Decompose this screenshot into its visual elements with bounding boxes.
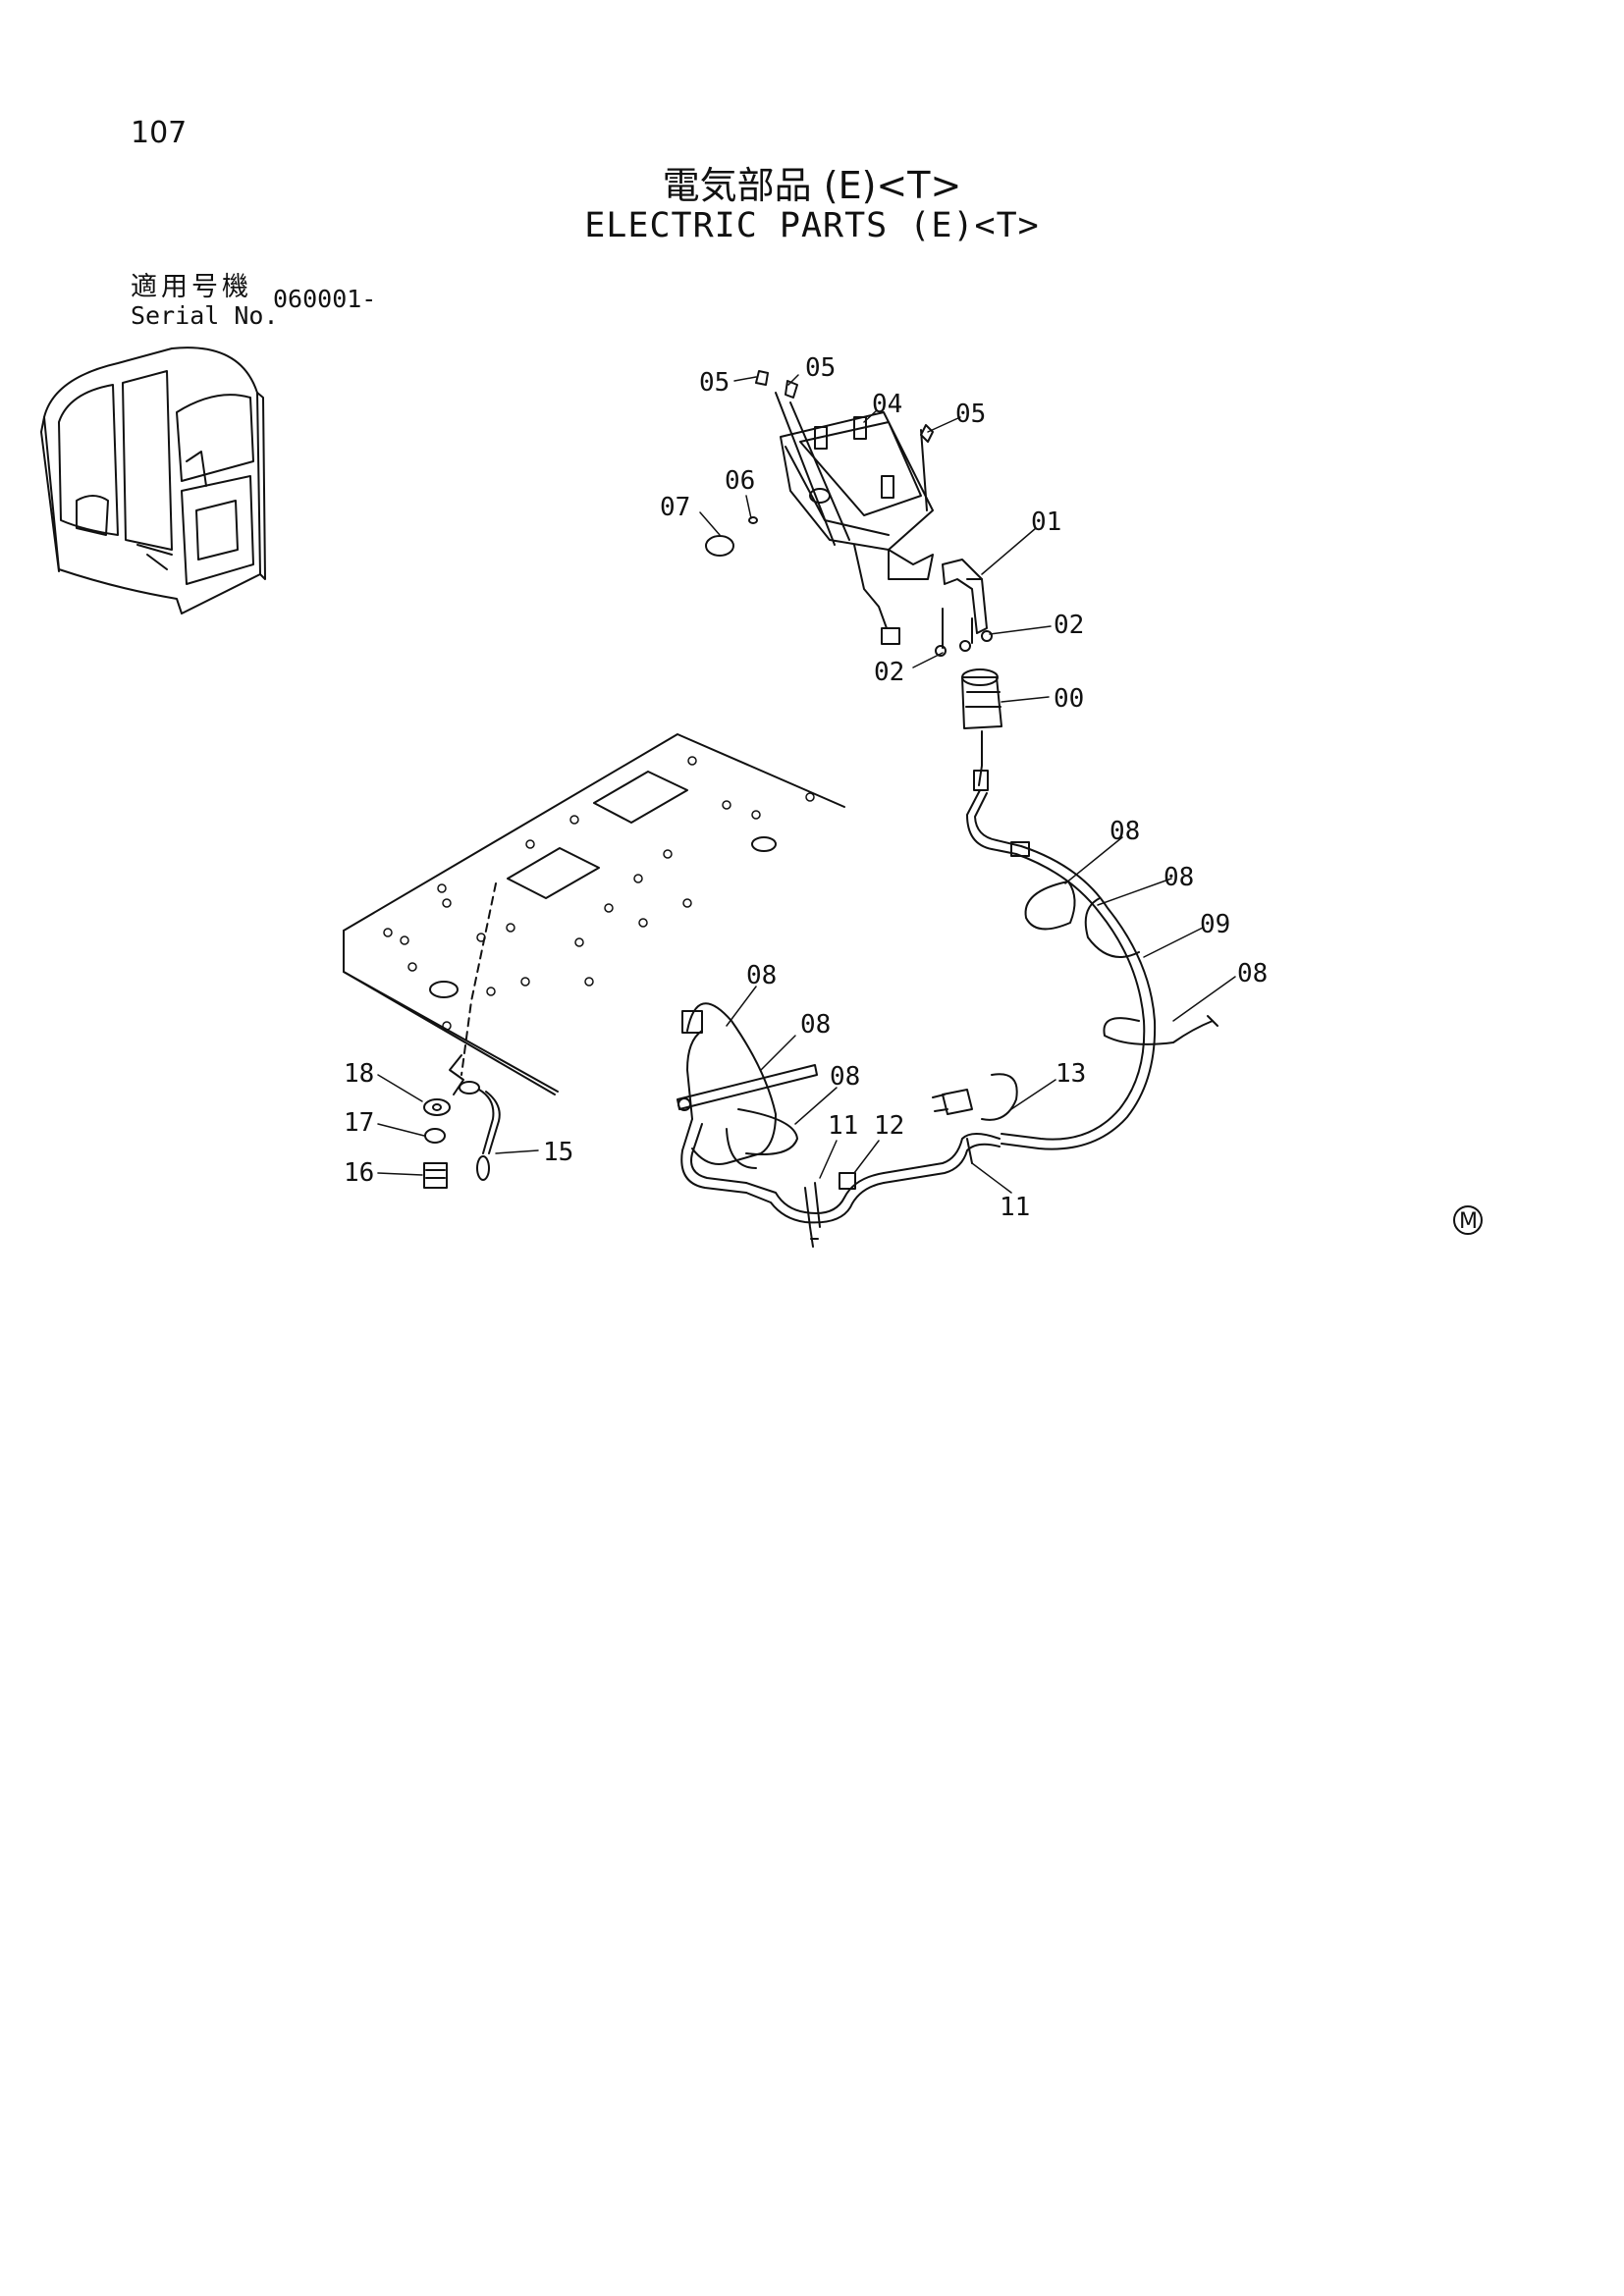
callout-08-d: 08 — [746, 961, 777, 990]
wire-harness — [677, 789, 1218, 1248]
mark-letter: M — [1459, 1209, 1478, 1234]
callout-00: 00 — [1054, 684, 1084, 714]
callout-07: 07 — [660, 493, 690, 522]
callout-04: 04 — [872, 390, 902, 419]
page-number: 107 — [131, 116, 188, 150]
callout-05-c: 05 — [955, 400, 986, 429]
callout-15: 15 — [543, 1138, 573, 1167]
callout-11-a: 11 — [828, 1111, 858, 1141]
callout-11-b: 11 — [1000, 1193, 1030, 1222]
callout-05-b: 05 — [805, 353, 836, 383]
page-title-en: ELECTRIC PARTS (E)<T> — [584, 206, 1040, 245]
callouts: 05 05 04 05 06 07 01 02 02 00 08 08 09 0… — [344, 353, 1268, 1222]
callout-12: 12 — [874, 1111, 904, 1141]
monitor-unit — [705, 370, 934, 645]
callout-01: 01 — [1031, 507, 1061, 537]
callout-02-b: 02 — [874, 658, 904, 687]
callout-18: 18 — [344, 1059, 374, 1089]
callout-08-f: 08 — [830, 1062, 860, 1092]
callout-09: 09 — [1200, 910, 1230, 939]
serial-label-jp: 適用号機 — [131, 272, 252, 302]
bracket-switch — [935, 559, 1002, 791]
callout-13: 13 — [1056, 1059, 1086, 1089]
callout-02-a: 02 — [1054, 611, 1084, 640]
floor-plate — [343, 733, 845, 1095]
circled-m-mark: M — [1453, 1205, 1483, 1235]
callout-08-c: 08 — [1237, 959, 1268, 988]
callout-17: 17 — [344, 1108, 374, 1138]
callout-08-e: 08 — [800, 1010, 831, 1040]
callout-16: 16 — [344, 1158, 374, 1188]
serial-value: 060001- — [273, 285, 377, 313]
cab-thumbnail — [40, 347, 266, 614]
leader-lines — [377, 374, 1236, 1194]
callout-08-b: 08 — [1164, 863, 1194, 892]
ground-cable — [423, 1054, 501, 1189]
callout-08-a: 08 — [1110, 817, 1140, 846]
serial-label-en: Serial No. — [131, 301, 279, 330]
callout-06: 06 — [725, 466, 755, 496]
page-title-jp: 電気部品 (E)<T> — [662, 164, 962, 207]
callout-05-a: 05 — [699, 368, 730, 398]
